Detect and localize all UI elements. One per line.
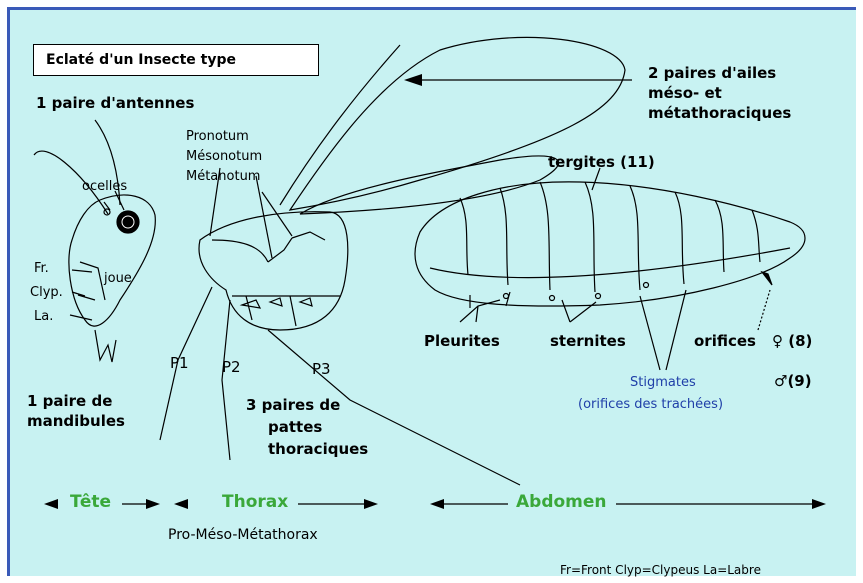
label-stigmates-1: Stigmates (630, 376, 696, 389)
label-pattes-1: 3 paires de (246, 398, 340, 413)
label-ailes-2: méso- et (648, 86, 722, 101)
label-p2: P2 (222, 360, 241, 375)
label-orifices: orifices (694, 334, 756, 349)
region-prometa: Pro-Méso-Métathorax (168, 528, 318, 542)
abbreviation-legend: Fr=Front Clyp=Clypeus La=Labre (560, 564, 761, 576)
mesonotum-line (268, 238, 292, 262)
leg-p2 (222, 300, 230, 460)
label-antennes: 1 paire d'antennes (36, 96, 194, 111)
label-metanotum: Métanotum (186, 170, 260, 183)
forewing (290, 37, 625, 210)
pronotum-line (212, 240, 268, 262)
thorax-outline (199, 212, 348, 330)
label-tergites: tergites (11) (548, 155, 655, 170)
label-mandibules-1: 1 paire de (27, 394, 112, 409)
abdomen-outline (415, 182, 805, 306)
label-joue: joue (104, 272, 132, 285)
label-pleurites: Pleurites (424, 334, 500, 349)
region-tete: Tête (70, 494, 111, 511)
label-stigmates-2: (orifices des trachées) (578, 398, 723, 411)
clypeus-line (78, 295, 95, 300)
label-p3: P3 (312, 362, 331, 377)
label-ocelles: ocelles (82, 180, 127, 193)
label-male: ♂(9) (774, 374, 812, 389)
label-mesonotum: Mésonotum (186, 150, 262, 163)
label-female: ♀ (8) (772, 334, 812, 349)
metanotum-line (292, 232, 325, 240)
label-ailes-3: métathoraciques (648, 106, 791, 121)
label-p1: P1 (170, 356, 189, 371)
region-thorax: Thorax (222, 494, 288, 511)
diagram-title: Eclaté d'un Insecte type (46, 52, 236, 68)
compound-eye (117, 211, 139, 233)
region-abdomen: Abdomen (516, 494, 607, 511)
head-outline (69, 195, 155, 326)
label-ailes-1: 2 paires d'ailes (648, 66, 776, 81)
label-pronotum: Pronotum (186, 130, 249, 143)
title-box: Eclaté d'un Insecte type (33, 44, 319, 76)
label-pattes-3: thoraciques (268, 442, 368, 457)
label-labre: La. (34, 310, 53, 323)
mandible (95, 330, 116, 362)
abdomen-mid-line (430, 248, 790, 278)
head-suture (80, 262, 105, 300)
label-mandibules-2: mandibules (27, 414, 125, 429)
label-clypeus: Clyp. (30, 286, 63, 299)
label-front: Fr. (34, 262, 49, 275)
label-pattes-2: pattes (268, 420, 322, 435)
label-sternites: sternites (550, 334, 626, 349)
